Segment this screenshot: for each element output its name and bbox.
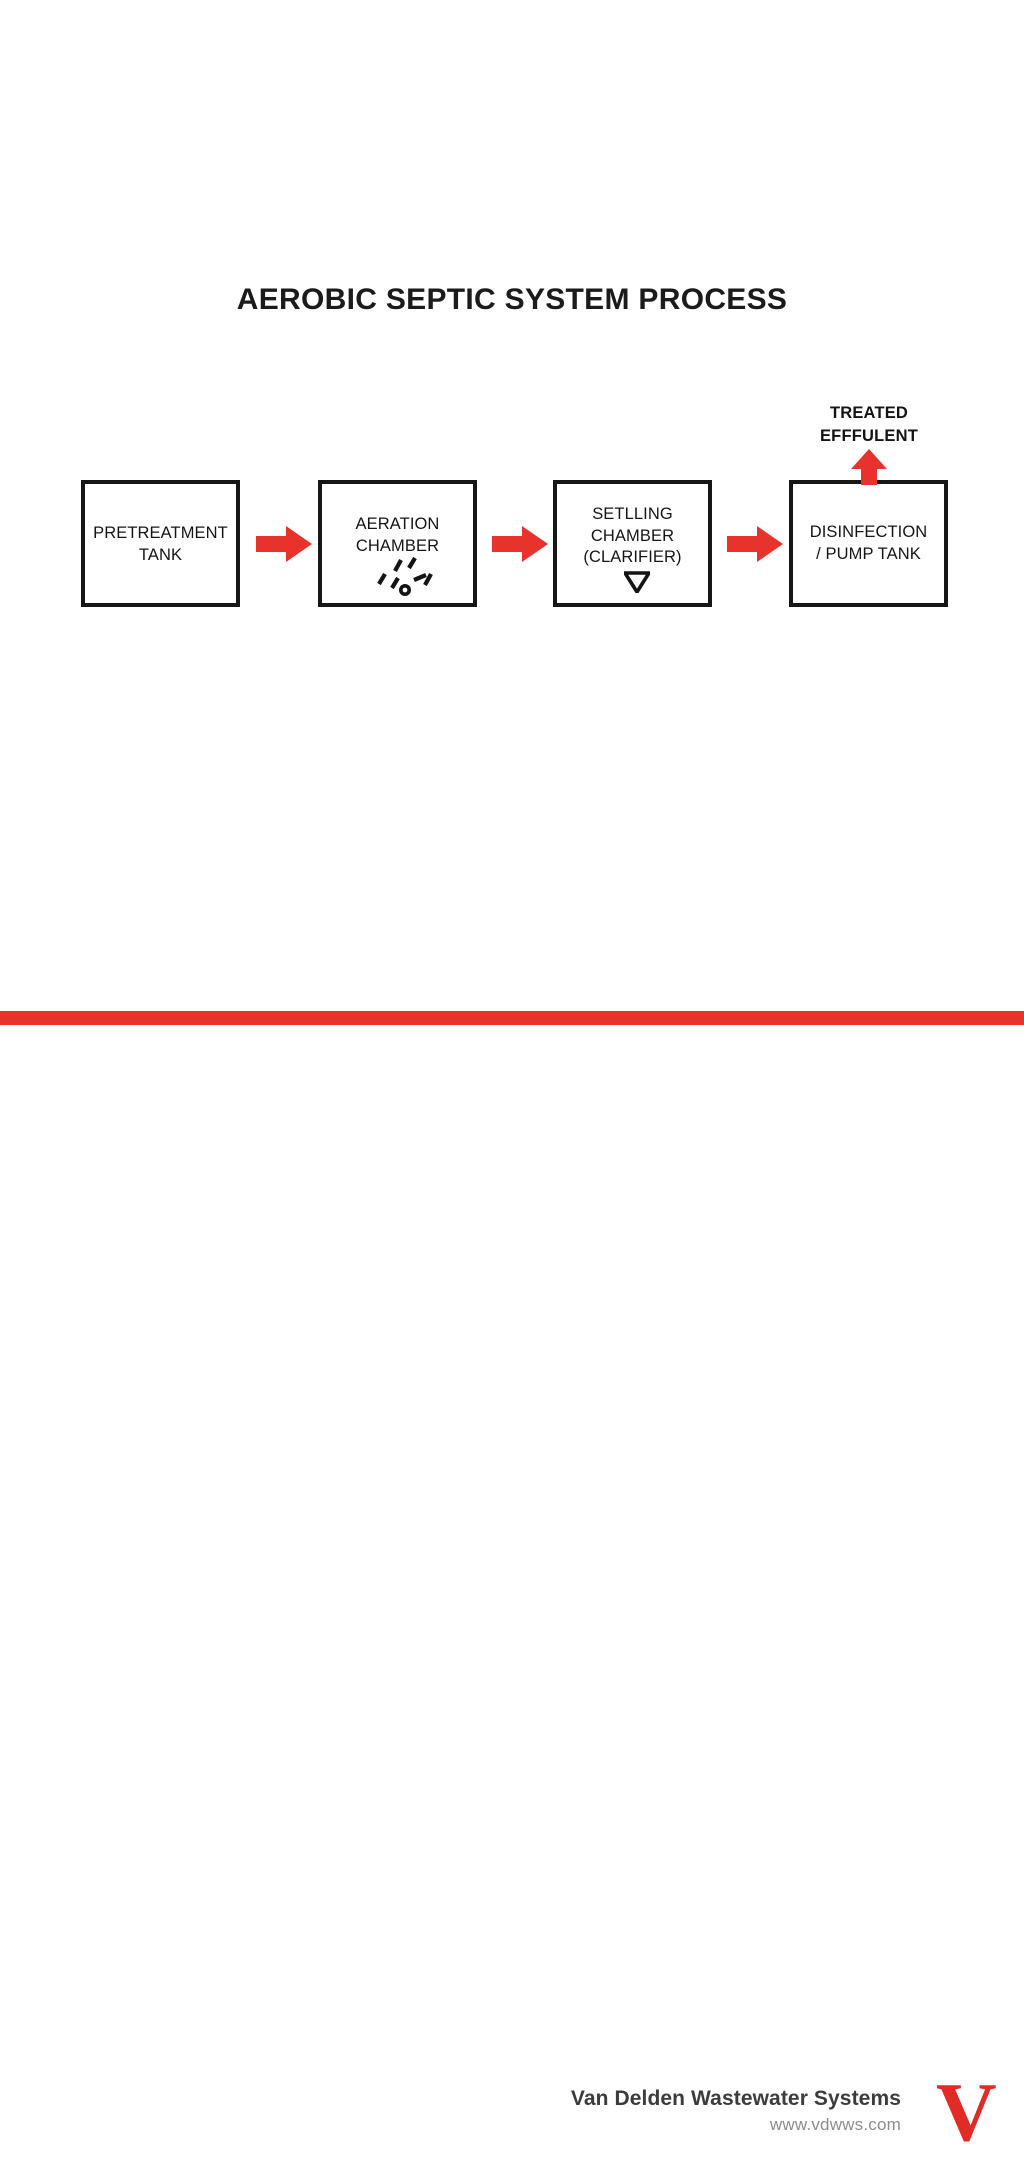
- flow-arrow-right-icon: [727, 525, 783, 563]
- process-step-label: SETLLING CHAMBER (CLARIFIER): [583, 505, 682, 567]
- flow-arrow-right-icon: [492, 525, 548, 563]
- process-step-pretreatment-tank[interactable]: PRETREATMENT TANK: [81, 480, 240, 607]
- footer-company-name: Van Delden Wastewater Systems: [570, 2087, 901, 2110]
- process-step-settling-chamber[interactable]: SETLLING CHAMBER (CLARIFIER): [553, 480, 712, 607]
- process-step-aeration-chamber[interactable]: AERATION CHAMBER: [318, 480, 477, 607]
- process-step-label: DISINFECTION / PUMP TANK: [809, 523, 928, 563]
- flow-arrow-right-icon: [256, 525, 312, 563]
- footer-website-url[interactable]: www.vdwws.com: [769, 2115, 901, 2134]
- brand-logo-v: V: [936, 2066, 997, 2159]
- process-step-label: PRETREATMENT TANK: [93, 524, 228, 564]
- flow-arrow-up-icon: [850, 449, 888, 485]
- process-step-label: AERATION CHAMBER: [355, 515, 440, 555]
- process-step-disinfection-pump-tank[interactable]: DISINFECTION / PUMP TANK: [789, 480, 948, 607]
- process-flow-diagram: PRETREATMENT TANK AERATION CHAMBER: [81, 404, 948, 607]
- footer: Van Delden Wastewater Systems www.vdwws.…: [0, 1025, 1024, 2155]
- footer-divider: [0, 1011, 1024, 1025]
- page-title: AEROBIC SEPTIC SYSTEM PROCESS: [236, 283, 788, 316]
- down-triangle-icon: [557, 571, 716, 593]
- treated-effluent-label: TREATED EFFFULENT: [819, 404, 919, 445]
